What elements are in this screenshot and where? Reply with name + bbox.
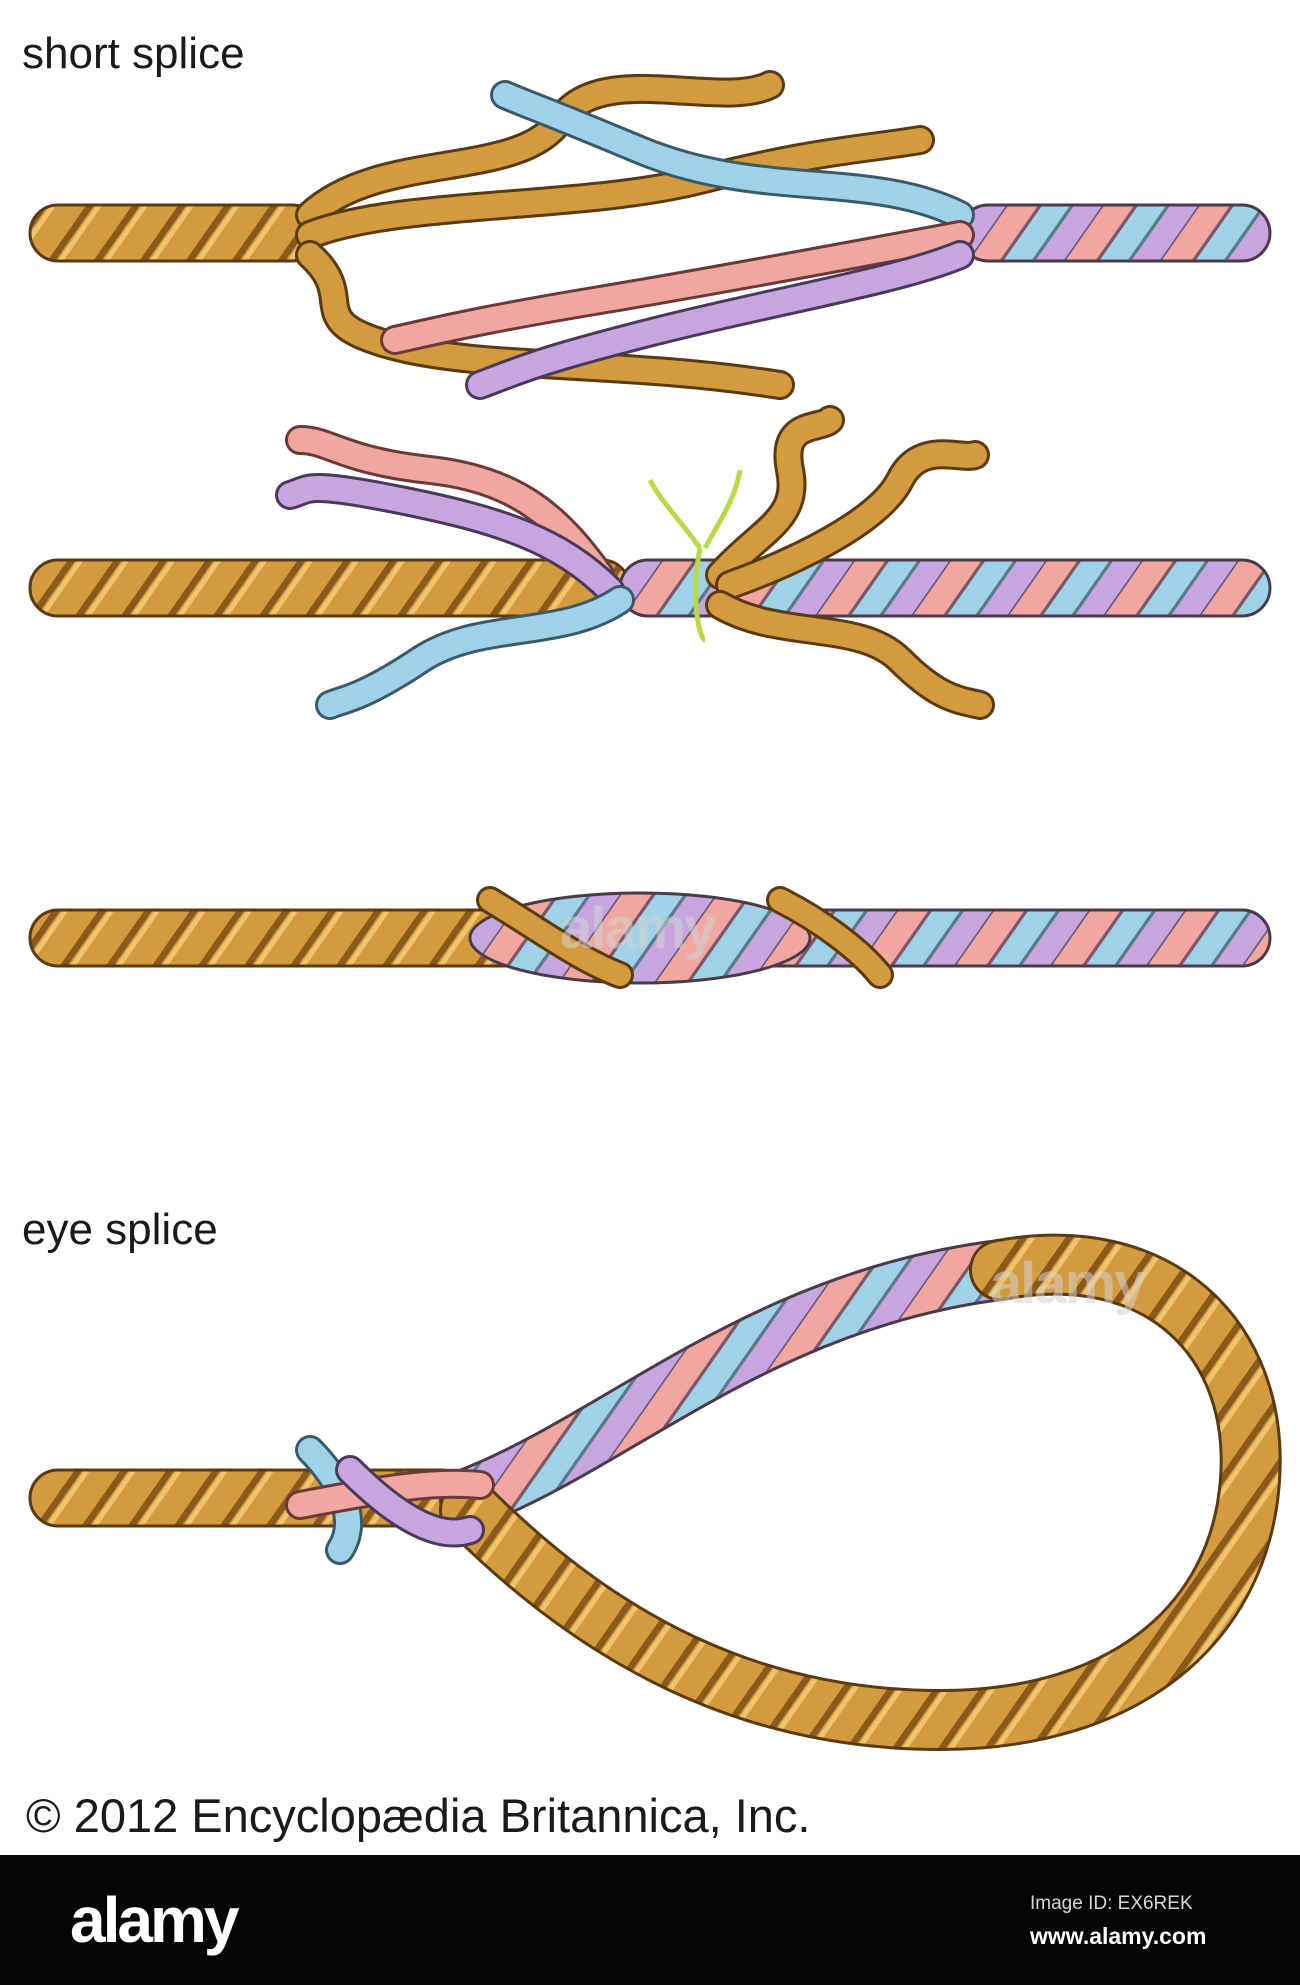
footer-bar: alamy Image ID: EX6REK www.alamy.com xyxy=(0,1855,1300,1985)
short-splice-stage-3 xyxy=(28,886,1272,989)
watermark: alamy xyxy=(560,896,716,961)
color-rope-right xyxy=(958,203,1272,263)
short-splice-label: short splice xyxy=(22,29,245,78)
copyright-credit: © 2012 Encyclopædia Britannica, Inc. xyxy=(26,1789,811,1842)
short-splice-stage-2 xyxy=(28,405,1272,720)
gold-rope-left xyxy=(28,203,322,263)
image-id: Image ID: EX6REK xyxy=(1030,1893,1193,1914)
loose-strands xyxy=(295,70,975,400)
eye-tucked-strands xyxy=(285,1435,495,1565)
splice-bulge xyxy=(468,891,812,985)
short-splice-stage-1 xyxy=(28,70,1272,400)
footer-logo: alamy xyxy=(70,1884,239,1956)
tucked-strands xyxy=(476,886,894,989)
eye-splice-label: eye splice xyxy=(22,1205,218,1254)
interlaced-strands xyxy=(275,405,995,720)
rope-splice-illustration xyxy=(28,70,1282,1752)
watermark: alamy xyxy=(990,1251,1146,1316)
gold-rope-left xyxy=(28,558,632,618)
whipping-twine xyxy=(647,469,743,643)
eye-splice xyxy=(28,1233,1282,1752)
footer-url[interactable]: www.alamy.com xyxy=(1030,1923,1207,1949)
